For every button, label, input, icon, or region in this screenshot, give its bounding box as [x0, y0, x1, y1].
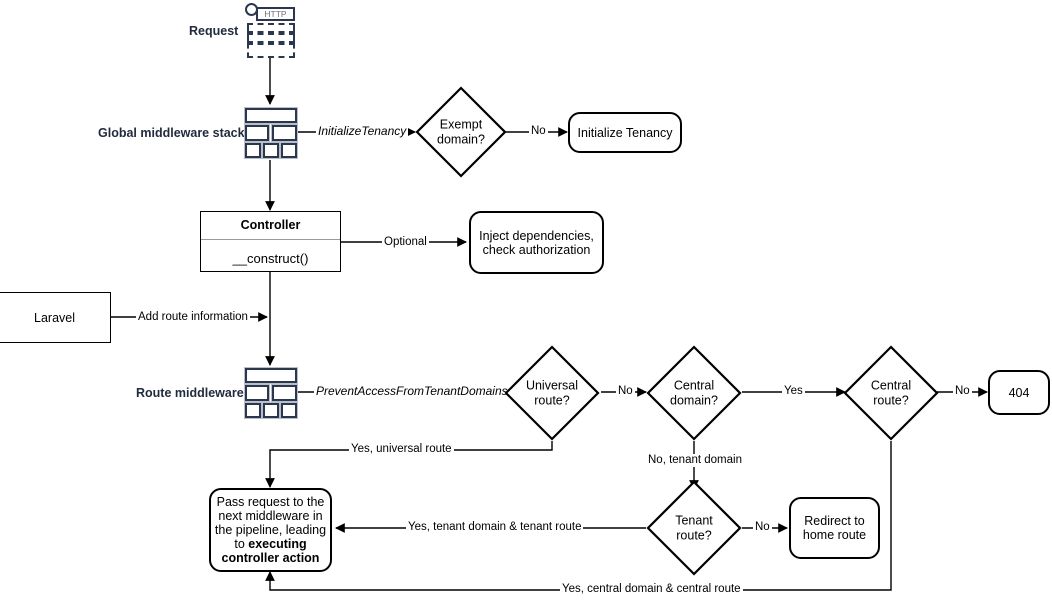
node-initialize-tenancy[interactable]: Initialize Tenancy — [568, 112, 682, 153]
diamond-shape — [415, 86, 507, 178]
request-body-line-1 — [247, 23, 295, 33]
decision-central-route-label: Central route? — [870, 378, 912, 408]
edge-label-no-tenant-domain: No, tenant domain — [646, 454, 744, 467]
edge-label-yes-central-domain-central-route: Yes, central domain & central route — [560, 583, 743, 596]
node-404[interactable]: 404 — [988, 370, 1050, 415]
request-body-line-2 — [247, 33, 295, 43]
edge-label-optional: Optional — [382, 236, 429, 249]
edge-label-central-domain-yes: Yes — [782, 385, 805, 398]
route-middleware-stack-icon — [244, 367, 298, 419]
stack-bar-bottom-1 — [244, 142, 262, 159]
redirect-home-line-1: Redirect to — [804, 514, 865, 528]
decision-exempt-domain[interactable]: Exempt domain? — [415, 86, 507, 178]
stack-bar-mid-left — [244, 384, 270, 402]
edge-label-exempt-no: No — [529, 125, 548, 138]
stack-bar-bottom-3 — [280, 142, 298, 159]
stack-bar-mid-right — [271, 384, 298, 402]
stack-bar-top — [244, 367, 298, 384]
pass-request-line-4-bold: executing — [248, 537, 307, 551]
node-pass-request-to-next-middleware[interactable]: Pass request to the next middleware in t… — [209, 488, 332, 572]
pass-request-line-3: the pipeline, leading — [214, 523, 327, 537]
http-request-icon: HTTP — [245, 3, 295, 58]
node-laravel[interactable]: Laravel — [0, 292, 111, 343]
node-redirect-home-route[interactable]: Redirect to home route — [789, 497, 880, 559]
pass-request-line-2: next middleware in — [218, 509, 323, 523]
label-global-middleware-stack: Global middleware stack — [98, 126, 245, 140]
stack-bar-mid-left — [244, 124, 270, 142]
node-controller[interactable]: Controller __construct() — [200, 211, 341, 272]
edge-label-prevent-access-from-tenant-domains: PreventAccessFromTenantDomains — [314, 384, 510, 398]
stack-bar-bottom-3 — [280, 402, 298, 419]
node-laravel-label: Laravel — [34, 310, 75, 325]
pass-request-line-1: Pass request to the — [216, 495, 325, 509]
decision-exempt-domain-label: Exempt domain? — [437, 117, 485, 147]
decision-central-domain[interactable]: Central domain? — [646, 345, 742, 441]
diamond-shape — [646, 345, 742, 441]
node-initialize-tenancy-label: Initialize Tenancy — [577, 125, 673, 140]
request-body-line-3 — [247, 43, 295, 58]
edge-label-universal-no: No — [616, 385, 635, 398]
pass-request-line-5: controller action — [221, 551, 320, 565]
stack-bar-mid-right — [271, 124, 298, 142]
controller-title: Controller — [201, 212, 340, 240]
inject-dependencies-line-1: Inject dependencies, — [479, 228, 594, 243]
label-route-middleware: Route middleware — [136, 386, 244, 400]
diamond-shape — [646, 480, 742, 576]
decision-universal-route-label: Universal route? — [525, 378, 579, 408]
stack-bar-bottom-2 — [262, 402, 280, 419]
label-request: Request — [189, 24, 239, 38]
http-protocol-box: HTTP — [256, 7, 295, 21]
decision-tenant-route-label: Tenant route? — [675, 513, 713, 543]
http-protocol-text: HTTP — [264, 9, 287, 19]
pass-request-line-4-plain: to — [234, 537, 249, 551]
decision-central-domain-label: Central domain? — [670, 378, 718, 408]
inject-dependencies-line-2: check authorization — [482, 242, 591, 257]
edge-label-add-route-information: Add route information — [136, 311, 250, 324]
pass-request-line-4: to executing — [215, 537, 326, 551]
controller-construct-method: __construct() — [232, 251, 309, 266]
global-middleware-stack-icon — [244, 107, 298, 159]
node-inject-dependencies[interactable]: Inject dependencies, check authorization — [469, 211, 604, 274]
edge-label-yes-tenant-domain-tenant-route: Yes, tenant domain & tenant route — [406, 521, 584, 534]
decision-tenant-route[interactable]: Tenant route? — [646, 480, 742, 576]
edge-label-central-route-no: No — [953, 385, 972, 398]
diamond-shape — [843, 345, 939, 441]
stack-bar-bottom-2 — [262, 142, 280, 159]
redirect-home-line-2: home route — [802, 528, 867, 542]
edge-label-yes-universal-route: Yes, universal route — [349, 443, 454, 456]
edge-label-initialize-tenancy-middleware: InitializeTenancy — [316, 124, 409, 138]
diamond-shape — [504, 345, 600, 441]
edge-label-tenant-route-no: No — [753, 521, 772, 534]
stack-bar-top — [244, 107, 298, 124]
node-404-label: 404 — [1008, 385, 1030, 400]
decision-universal-route[interactable]: Universal route? — [504, 345, 600, 441]
stack-bar-bottom-1 — [244, 402, 262, 419]
decision-central-route[interactable]: Central route? — [843, 345, 939, 441]
